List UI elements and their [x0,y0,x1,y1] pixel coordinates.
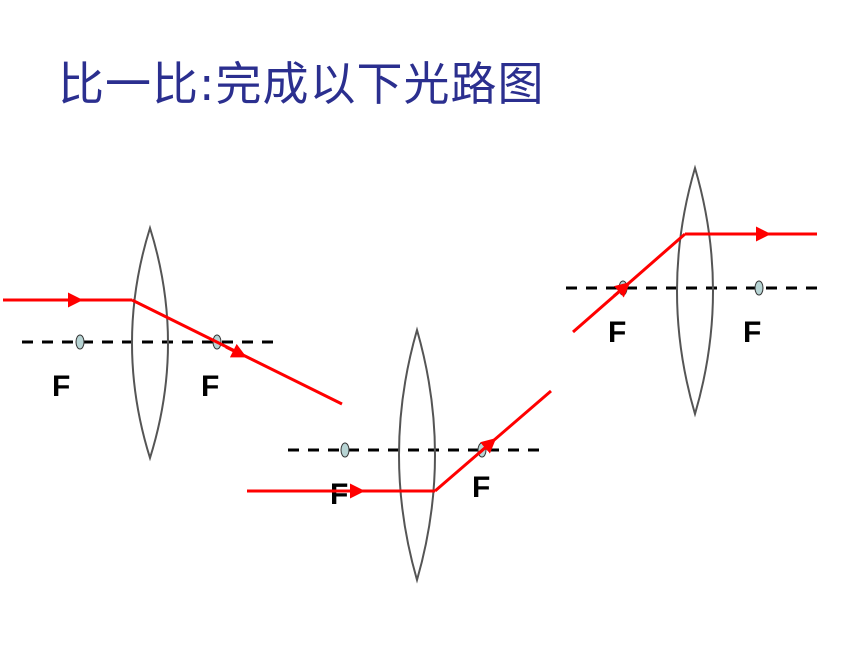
focal-point-left [340,442,350,458]
focal-label-left: F [52,370,70,403]
lens-diagram-3: F F [566,164,826,418]
refracted-ray-arrow [225,343,247,358]
focal-point-left [75,334,85,350]
incident-ray-arrow [613,282,631,298]
convex-lens [676,164,714,418]
focal-label-right: F [743,316,761,349]
focal-label-left: F [608,316,626,349]
slide-title: 比一比:完成以下光路图 [58,57,545,111]
lens-diagram-1: F F [3,224,343,462]
refracted-ray-arrow [477,438,497,456]
focal-label-right: F [472,471,490,504]
focal-point-right [754,280,764,296]
incident-ray [572,232,686,334]
convex-lens [398,326,436,584]
focal-label-left: F [330,478,348,511]
focal-label-right: F [201,370,219,403]
lens-diagram-2: F F [247,326,552,584]
